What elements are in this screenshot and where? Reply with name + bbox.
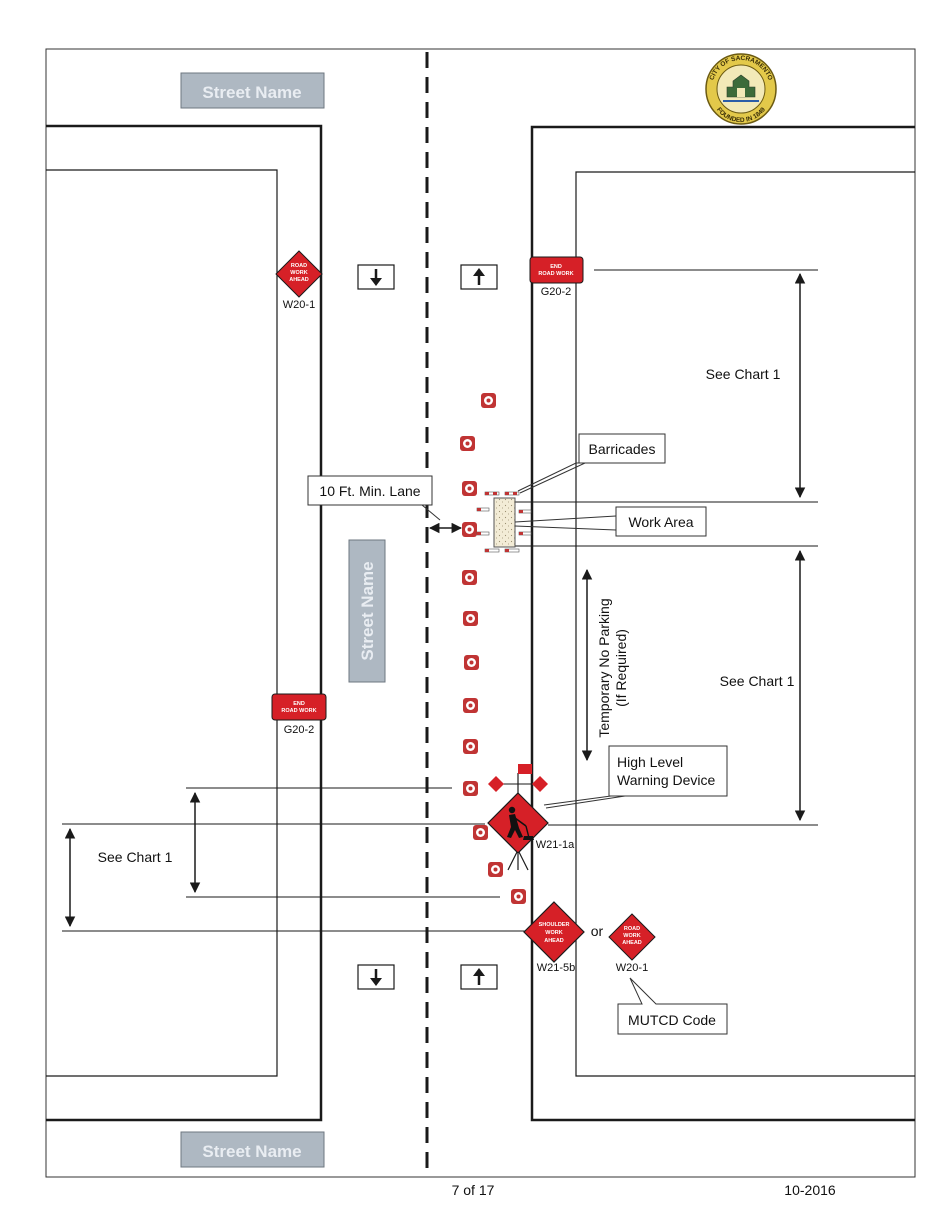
sign-line: ROAD WORK bbox=[281, 708, 316, 714]
sign-code: G20-2 bbox=[284, 724, 315, 736]
see-chart-label: See Chart 1 bbox=[720, 673, 795, 689]
traffic-cone bbox=[463, 698, 478, 713]
street-name-middle-label: Street Name bbox=[358, 561, 377, 660]
traffic-cone bbox=[488, 862, 503, 877]
sign-line: WORK bbox=[545, 930, 562, 936]
direction-arrow-down bbox=[357, 264, 395, 290]
barricade bbox=[518, 509, 532, 514]
page-border bbox=[45, 48, 916, 1178]
sign-line: END bbox=[293, 701, 305, 707]
barricade bbox=[476, 531, 490, 536]
mutcd-callout: MUTCD Code bbox=[617, 977, 728, 1035]
direction-arrow-down bbox=[357, 964, 395, 990]
high-level-line: Warning Device bbox=[617, 772, 716, 788]
right-block bbox=[530, 125, 915, 1122]
traffic-cone bbox=[511, 889, 526, 904]
sign-code: W20-1 bbox=[283, 299, 315, 311]
street-name-top: Street Name bbox=[180, 72, 325, 109]
street-name-top-label: Street Name bbox=[202, 83, 301, 102]
street-name-bottom-label: Street Name bbox=[202, 1142, 301, 1161]
sign-line: ROAD bbox=[624, 926, 640, 932]
traffic-cone bbox=[463, 739, 478, 754]
traffic-cone bbox=[481, 393, 496, 408]
sign-line: AHEAD bbox=[289, 277, 309, 283]
traffic-cone bbox=[473, 825, 488, 840]
traffic-cone bbox=[462, 570, 477, 585]
dimension-left bbox=[62, 787, 527, 932]
road-work-ahead-sign: ROAD WORK AHEAD W20-1 bbox=[608, 913, 656, 974]
revision-date: 10-2016 bbox=[784, 1182, 836, 1198]
see-chart-label: See Chart 1 bbox=[98, 849, 173, 865]
barricade bbox=[476, 507, 490, 512]
road-work-ahead-sign: ROAD WORK AHEAD W20-1 bbox=[275, 250, 323, 311]
direction-arrow-up bbox=[460, 264, 498, 290]
work-area-callout: Work Area bbox=[514, 506, 707, 537]
traffic-cones bbox=[460, 393, 526, 904]
city-seal: CITY OF SACRAMENTO FOUNDED IN 1849 bbox=[705, 53, 777, 125]
work-area-label: Work Area bbox=[628, 514, 693, 530]
barricade bbox=[504, 491, 520, 496]
sign-line: WORK bbox=[290, 270, 307, 276]
shoulder-work-ahead-sign: SHOULDER WORK AHEAD W21-5b bbox=[523, 901, 585, 974]
barricades-callout: Barricades bbox=[517, 433, 666, 494]
traffic-cone bbox=[462, 522, 477, 537]
traffic-cone bbox=[460, 436, 475, 451]
end-road-work-sign: END ROAD WORK G20-2 bbox=[529, 256, 584, 298]
no-parking-line: (If Required) bbox=[613, 629, 629, 707]
worker-sign: W21-1a bbox=[487, 792, 575, 854]
sign-code: W20-1 bbox=[616, 962, 648, 974]
sign-line: END bbox=[550, 264, 562, 270]
work-area bbox=[493, 497, 516, 548]
sign-line: ROAD WORK bbox=[538, 271, 573, 277]
worker-icon bbox=[507, 806, 534, 840]
no-parking-line: Temporary No Parking bbox=[596, 598, 612, 737]
dimension-lower-right bbox=[512, 545, 818, 826]
street-name-bottom: Street Name bbox=[180, 1131, 325, 1168]
traffic-cone bbox=[463, 611, 478, 626]
sign-line: SHOULDER bbox=[539, 922, 570, 928]
high-level-line: High Level bbox=[617, 754, 683, 770]
sign-code: W21-1a bbox=[536, 839, 575, 851]
see-chart-label: See Chart 1 bbox=[706, 366, 781, 382]
page-number: 7 of 17 bbox=[452, 1182, 495, 1198]
min-lane-callout: 10 Ft. Min. Lane bbox=[307, 475, 441, 521]
or-label: or bbox=[591, 923, 604, 939]
barricade bbox=[484, 548, 500, 553]
sign-code: G20-2 bbox=[541, 286, 572, 298]
mutcd-label: MUTCD Code bbox=[628, 1012, 716, 1028]
no-parking-label: Temporary No Parking (If Required) bbox=[596, 598, 629, 737]
end-road-work-sign: END ROAD WORK G20-2 bbox=[271, 693, 327, 736]
high-level-callout: High Level Warning Device bbox=[543, 745, 728, 809]
traffic-cone bbox=[463, 781, 478, 796]
sign-code: W21-5b bbox=[537, 962, 576, 974]
barricades-label: Barricades bbox=[589, 441, 656, 457]
street-name-middle: Street Name bbox=[348, 539, 386, 683]
sign-line: AHEAD bbox=[622, 940, 642, 946]
traffic-cone bbox=[462, 481, 477, 496]
barricades bbox=[476, 491, 532, 553]
barricade bbox=[518, 531, 532, 536]
sign-line: WORK bbox=[623, 933, 640, 939]
barricade bbox=[484, 491, 500, 496]
barricade bbox=[504, 548, 520, 553]
direction-arrow-up bbox=[460, 964, 498, 990]
left-block bbox=[46, 124, 323, 1122]
sign-line: AHEAD bbox=[544, 938, 564, 944]
sign-line: ROAD bbox=[291, 263, 307, 269]
traffic-cone bbox=[464, 655, 479, 670]
min-lane-label: 10 Ft. Min. Lane bbox=[319, 483, 420, 499]
dimension-upper-right bbox=[512, 269, 818, 503]
